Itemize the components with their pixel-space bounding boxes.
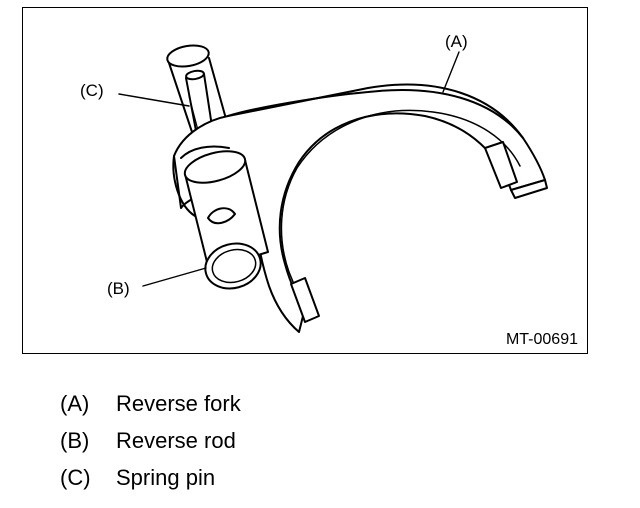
callout-c-leader [118,93,190,107]
callout-c-label: (C) [80,81,104,100]
callout-a-leader [442,51,460,93]
legend: (A) Reverse fork (B) Reverse rod (C) Spr… [60,385,241,496]
figure-code: MT-00691 [505,331,578,348]
figure-frame: (A) (B) (C) MT-00691 [22,7,588,354]
reverse-fork-illustration [118,44,548,333]
legend-key: (B) [60,427,90,453]
reverse-rod-lower [183,150,269,290]
spring-pin-shape [185,69,214,137]
legend-item: (C) Spring pin [60,459,241,496]
legend-key: (A) [60,390,90,416]
callout-b-label: (B) [107,279,130,298]
reverse-fork-shape [172,83,548,333]
callout-a-label: (A) [445,32,468,51]
callout-b-leader [142,267,207,287]
legend-item: (B) Reverse rod [60,422,241,459]
legend-text: Reverse fork [116,390,241,416]
legend-text: Reverse rod [116,427,236,453]
legend-key: (C) [60,464,91,490]
legend-item: (A) Reverse fork [60,385,241,422]
legend-text: Spring pin [116,464,216,490]
